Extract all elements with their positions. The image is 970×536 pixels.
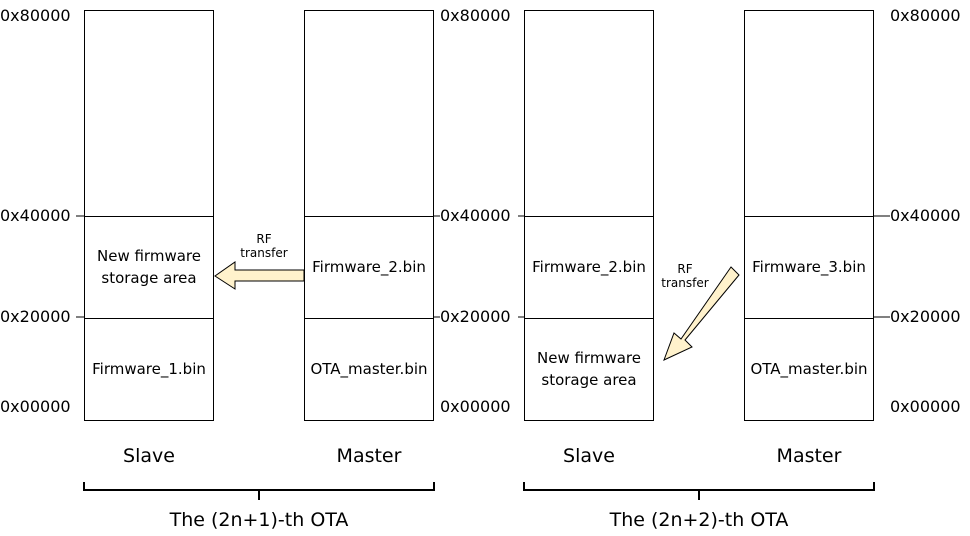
group-brace-2 <box>523 482 875 500</box>
address-label: 0x20000 <box>890 307 961 326</box>
memory-region-upper <box>85 11 213 217</box>
address-label: 0x80000 <box>440 6 511 25</box>
memory-region-upper <box>305 11 433 217</box>
address-label: 0x80000 <box>890 6 961 25</box>
group-title-2: The (2n+2)-th OTA <box>609 509 789 531</box>
memory-region-lower: OTA_master.bin <box>750 360 868 378</box>
master-label-1: Master <box>336 445 402 467</box>
address-label: 0x40000 <box>440 206 511 225</box>
memory-region-middle: Firmware_3.bin <box>745 216 873 319</box>
slave-memory-column-2: Firmware_2.bin New firmware storage area <box>524 10 654 421</box>
slave-memory-column-1: New firmware storage area Firmware_1.bin <box>84 10 214 421</box>
address-label: 0x20000 <box>0 307 71 326</box>
rf-transfer-arrow-1 <box>214 261 305 290</box>
memory-region-upper <box>745 11 873 217</box>
group-title-1: The (2n+1)-th OTA <box>169 509 349 531</box>
slave-label-1: Slave <box>123 445 175 467</box>
address-label: 0x40000 <box>0 206 71 225</box>
rf-transfer-label-2: RF transfer <box>661 262 709 290</box>
address-label: 0x40000 <box>890 206 961 225</box>
memory-region-upper <box>525 11 653 217</box>
address-label: 0x00000 <box>440 397 511 416</box>
address-label: 0x20000 <box>440 307 511 326</box>
group-brace-1 <box>83 482 435 500</box>
master-label-2: Master <box>776 445 842 467</box>
rf-transfer-label-1: RF transfer <box>240 232 288 260</box>
address-label: 0x80000 <box>0 6 71 25</box>
memory-region-lower: Firmware_1.bin <box>92 360 206 378</box>
memory-region-middle: Firmware_2.bin <box>525 216 653 319</box>
memory-region-middle: New firmware storage area <box>85 216 213 319</box>
address-label: 0x00000 <box>0 397 71 416</box>
memory-region-lower: OTA_master.bin <box>310 360 428 378</box>
memory-region-middle: Firmware_2.bin <box>305 216 433 319</box>
address-label: 0x00000 <box>890 397 961 416</box>
slave-label-2: Slave <box>563 445 615 467</box>
memory-region-lower: New firmware storage area <box>537 349 641 389</box>
master-memory-column-1: Firmware_2.bin OTA_master.bin <box>304 10 434 421</box>
rf-transfer-arrow-2 <box>663 266 740 361</box>
master-memory-column-2: Firmware_3.bin OTA_master.bin <box>744 10 874 421</box>
